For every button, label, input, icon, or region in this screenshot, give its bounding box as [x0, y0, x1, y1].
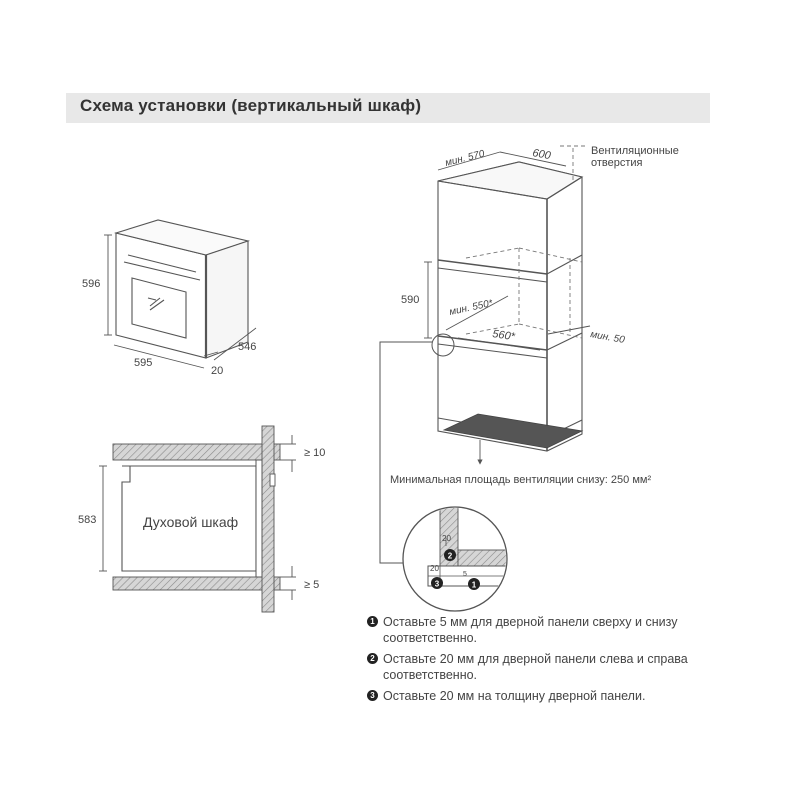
oven-dimension-lines: [104, 234, 257, 369]
oven-cabinet-label: Духовой шкаф: [143, 514, 238, 530]
note-2-text: Оставьте 20 мм для дверной панели слева …: [383, 652, 688, 682]
detail-dim-small: 5: [463, 571, 467, 578]
vent-label-line1: Вентиляционные: [591, 145, 679, 157]
installation-notes: 1 Оставьте 5 мм для дверной панели сверх…: [367, 614, 707, 709]
page-title: Схема установки (вертикальный шкаф): [80, 96, 422, 115]
cabinet-dimension-lines: [424, 151, 591, 465]
bottom-vent-opening: [442, 413, 584, 449]
side-dimension-lines: [99, 435, 296, 600]
niche-width-label: 560*: [492, 328, 517, 343]
niche-height-label: 590: [401, 294, 419, 306]
note-3: 3 Оставьте 20 мм на толщину дверной пане…: [367, 688, 707, 704]
oven-isometric: [113, 219, 251, 359]
oven-width-label: 595: [134, 357, 152, 369]
note-3-marker: 3: [367, 690, 378, 701]
vent-gap-label: мин. 50: [589, 329, 625, 346]
bottom-gap-label: ≥ 5: [304, 579, 319, 591]
note-1-marker: 1: [367, 616, 378, 627]
marker-2-icon: [444, 549, 456, 561]
marker-3-icon: [431, 577, 443, 589]
tall-cabinet: [437, 161, 584, 452]
cabinet-min-depth-label: мин. 570: [444, 148, 486, 168]
marker-1-icon: [468, 578, 480, 590]
note-2: 2 Оставьте 20 мм для дверной панели слев…: [367, 651, 707, 683]
note-2-marker: 2: [367, 653, 378, 664]
vent-label-line2: отверстия: [591, 157, 643, 169]
cabinet-depth-label: 600: [531, 147, 552, 162]
bottom-vent-label: Минимальная площадь вентиляции снизу: 25…: [390, 474, 651, 486]
note-1-text: Оставьте 5 мм для дверной панели сверху …: [383, 615, 678, 645]
top-gap-label: ≥ 10: [304, 447, 325, 459]
side-section: [112, 425, 281, 613]
oven-height-label: 596: [82, 278, 100, 290]
oven-door-label: 20: [211, 365, 223, 377]
section-height-label: 583: [78, 514, 96, 526]
detail-magnified: 20 20 5 2 3 1: [427, 508, 506, 590]
marker-1-label: 1: [472, 581, 477, 590]
section-header: Схема установки (вертикальный шкаф): [66, 93, 710, 123]
detail-dim-top: 20: [442, 534, 451, 543]
note-1: 1 Оставьте 5 мм для дверной панели сверх…: [367, 614, 707, 646]
cabinet-dashed-lines: [465, 145, 588, 339]
note-3-text: Оставьте 20 мм на толщину дверной панели…: [383, 689, 646, 703]
marker-3-label: 3: [435, 580, 440, 589]
marker-2-label: 2: [448, 552, 453, 561]
oven-depth-label: 546: [238, 341, 256, 353]
detail-dim-bottom: 20: [430, 564, 439, 573]
